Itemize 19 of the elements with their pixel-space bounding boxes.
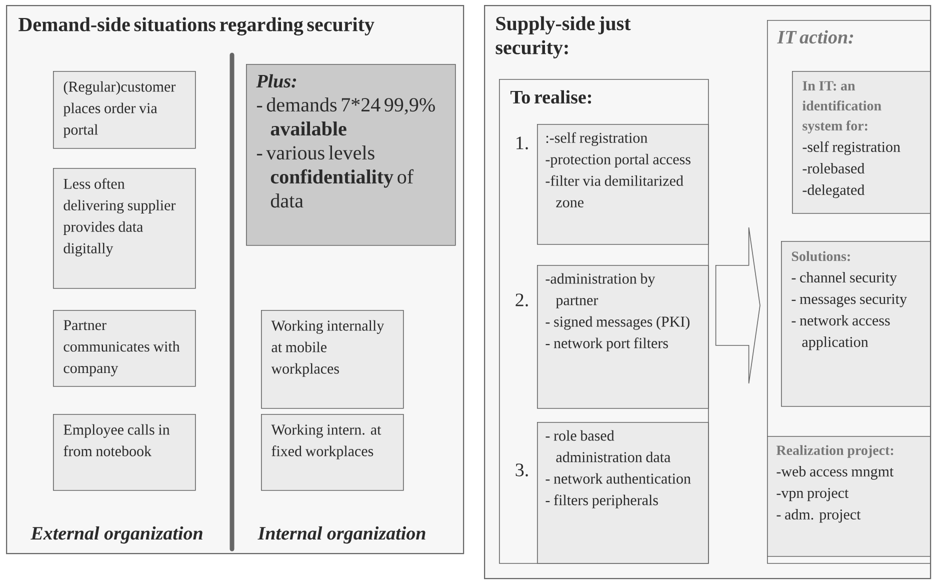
text-box: Partner communicates with company <box>53 310 196 387</box>
text-box: Working intern. at fixed workplaces <box>261 414 404 491</box>
text-box: - role based administration data - network authentication - filters peripherals <box>537 422 709 564</box>
step-number: 3. <box>516 464 528 476</box>
highlight-box: Plus: - demands 7*24 99,9% available - various levels confidentiality of data <box>246 64 456 246</box>
text-box: In IT: an identification system for: -self registration -rolebased -delegated <box>792 71 931 214</box>
text-box: -administration by partner - signed messages (PKI) - network port filters <box>537 265 709 409</box>
text-box: Less often delivering supplier provides data digitally <box>53 168 196 289</box>
text-box: Working internally at mobile workplaces <box>261 310 404 409</box>
text-box: Solutions: - channel security - messages security - network access application <box>781 241 931 407</box>
text-box: (Regular)customer places order via portal <box>53 71 196 149</box>
step-number: 2. <box>516 294 528 306</box>
text-box: Realization project: -web access mngmt -vpn project - adm. project <box>767 436 931 557</box>
text-box: :-self registration -protection portal access -filter via demilitarized zone <box>537 124 709 245</box>
section-label: Internal organization <box>258 526 426 544</box>
block-arrow <box>715 227 760 384</box>
section-label: External organization <box>30 526 202 544</box>
step-number: 1. <box>516 136 528 150</box>
text-box: Employee calls in from notebook <box>53 414 196 491</box>
